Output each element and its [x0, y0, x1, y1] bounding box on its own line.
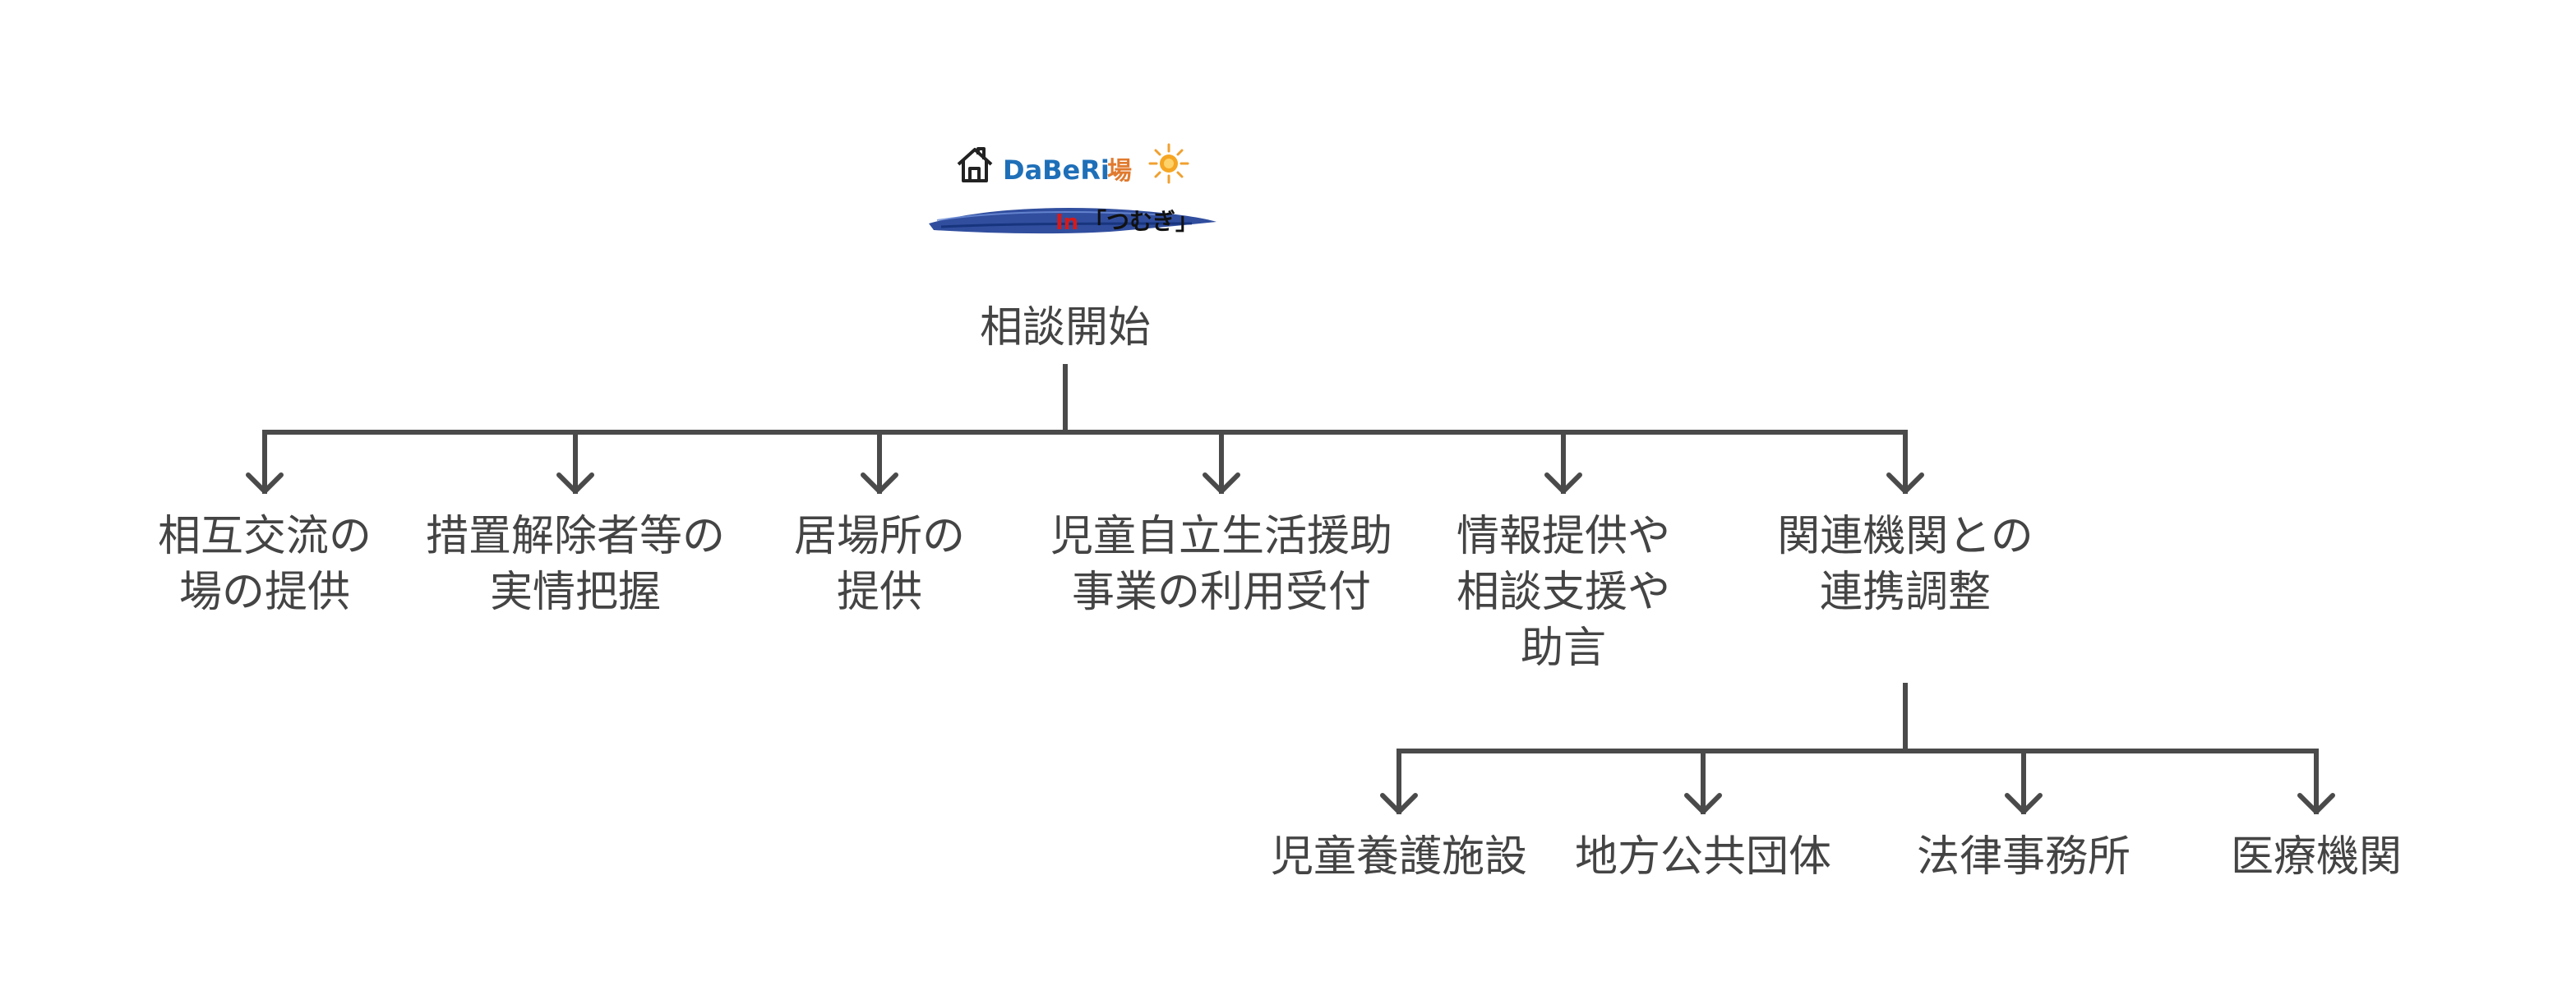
arrow-to-level1-1-arrowhead	[246, 472, 284, 494]
node-level1-2-line-1: 措置解除者等の	[426, 512, 725, 561]
arrow-to-level2-1-arrowhead	[1380, 793, 1418, 814]
level1-nodes: 相互交流の場の提供措置解除者等の実情把握居場所の提供児童自立生活援助事業の利用受…	[158, 512, 2034, 673]
node-level1-3-line-2: 提供	[837, 568, 922, 617]
node-level2-1-line-1: 児童養護施設	[1271, 832, 1527, 882]
arrow-to-level1-6-arrowhead	[1886, 472, 1924, 494]
house-icon	[957, 147, 993, 182]
node-level1-4-line-1: 児童自立生活援助	[1050, 512, 1392, 561]
arrow-to-level1-3-arrowhead	[861, 472, 898, 494]
node-root: 相談開始	[980, 303, 1151, 352]
arrow-to-level2-4-arrowhead	[2297, 793, 2335, 814]
logo-bracket-text: 「つむぎ」	[1083, 208, 1198, 235]
node-level1-5-line-2: 相談支援や	[1457, 568, 1670, 617]
node-level2-4: 医療機関	[2231, 832, 2402, 882]
logo-brand-dabe: DaBeRi	[1003, 154, 1110, 186]
dabeRi-logo: DaBeRi 場 In 「つむぎ」	[929, 143, 1216, 235]
node-level2-2: 地方公共団体	[1575, 832, 1831, 882]
node-level1-3-line-1: 居場所の	[794, 512, 965, 561]
node-level2-2-line-1: 地方公共団体	[1575, 832, 1831, 882]
logo-in-text: In	[1055, 210, 1078, 235]
logo-brand-ba: 場	[1107, 157, 1132, 186]
node-level1-5-line-1: 情報提供や	[1457, 512, 1670, 561]
arrow-to-level1-4-arrowhead	[1203, 472, 1240, 494]
brush-stroke-decoration	[929, 208, 1216, 234]
arrow-to-level2-3-arrowhead	[2005, 793, 2043, 814]
node-level1-6-line-2: 連携調整	[1820, 568, 1991, 617]
node-level1-1-line-2: 場の提供	[179, 568, 350, 617]
node-root-line-1: 相談開始	[980, 303, 1151, 352]
node-level2-3: 法律事務所	[1917, 832, 2131, 882]
node-level2-3-line-1: 法律事務所	[1917, 832, 2131, 882]
node-level2-4-line-1: 医療機関	[2231, 832, 2402, 882]
node-level1-4-line-2: 事業の利用受付	[1072, 568, 1371, 617]
level2-nodes: 児童養護施設地方公共団体 法律事務所 医療機関	[1271, 832, 2402, 882]
node-level2-1: 児童養護施設	[1271, 832, 1527, 882]
node-level1-2-line-2: 実情把握	[490, 568, 661, 617]
connector-lines	[246, 364, 2335, 814]
node-level1-1-line-1: 相互交流の	[158, 512, 372, 561]
node-level1-6-line-1: 関連機関との	[1777, 512, 2033, 561]
sun-icon	[1148, 143, 1189, 184]
arrow-to-level1-5-arrowhead	[1544, 472, 1582, 494]
arrow-to-level1-2-arrowhead	[556, 472, 594, 494]
node-level1-5-line-3: 助言	[1521, 624, 1606, 673]
arrow-to-level2-2-arrowhead	[1684, 793, 1722, 814]
